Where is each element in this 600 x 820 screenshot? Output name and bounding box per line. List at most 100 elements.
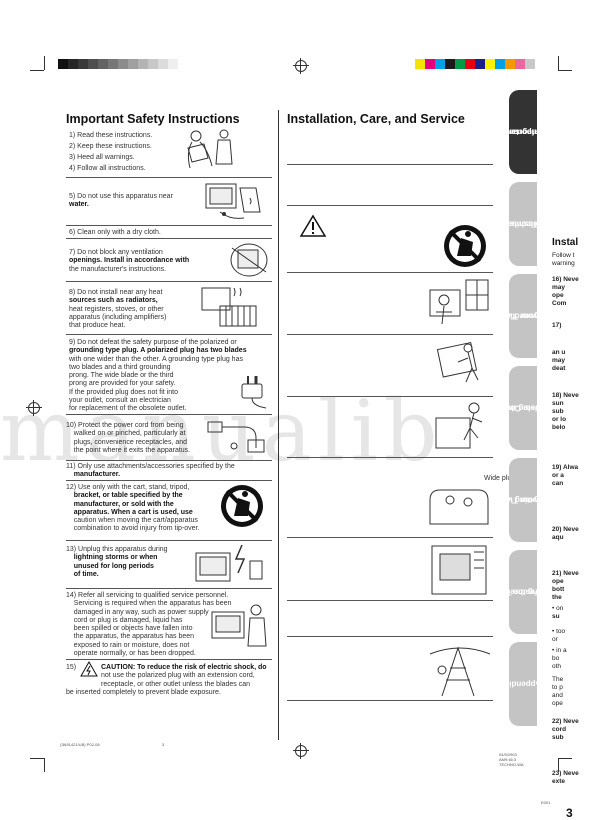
footer-page: 3 — [162, 742, 165, 747]
lightning-storm-illustration — [195, 544, 263, 582]
polarized-plug-illustration — [241, 376, 267, 409]
right-column-line: • too — [552, 628, 566, 635]
right-column-line: belo — [552, 424, 566, 431]
right-column-line: to p — [552, 684, 563, 691]
right-column-line: exte — [552, 778, 566, 785]
watermark: manualib — [0, 382, 444, 480]
crop-mark — [44, 56, 45, 70]
crop-mark — [558, 70, 572, 71]
right-column-line: su — [552, 613, 560, 620]
right-column-line: sub — [552, 408, 564, 415]
item-13: 13) Unplug this apparatus during lightni… — [66, 546, 168, 578]
right-column-line: may — [552, 357, 566, 364]
right-column-line: 19) Alwa — [552, 464, 579, 471]
item-10: 10) Protect the power cord from being wa… — [66, 422, 191, 454]
sofa-tv-illustration — [429, 489, 489, 525]
crop-mark — [558, 56, 559, 70]
color-swatch — [415, 59, 425, 69]
right-column-line: the — [552, 594, 562, 601]
heat-source-radiator-illustration — [201, 287, 257, 327]
service-technician-illustration — [211, 604, 267, 647]
right-column-line: Com — [552, 300, 567, 307]
item-14: 14) Refer all servicing to qualified ser… — [66, 592, 232, 658]
color-swatch — [475, 59, 485, 69]
crop-mark — [44, 758, 45, 772]
divider — [66, 659, 272, 660]
lightning-warning-icon — [80, 661, 98, 677]
tv-window-sunlight-illustration — [429, 279, 489, 325]
divider — [287, 272, 493, 273]
divider — [287, 396, 493, 397]
color-swatch — [425, 59, 435, 69]
gray-swatch — [128, 59, 138, 69]
gray-swatch — [138, 59, 148, 69]
right-column-line: deat — [552, 365, 566, 372]
right-column-line: 18) Neve — [552, 392, 579, 399]
divider — [66, 225, 272, 226]
item-15-text-end: be inserted completely to prevent blade … — [66, 689, 221, 696]
crop-mark — [30, 758, 44, 759]
color-swatch — [515, 59, 525, 69]
divider — [287, 700, 493, 701]
divider — [66, 281, 272, 282]
footer-file-code: (3N51421/UB) P02-08 — [60, 742, 100, 747]
footer-date: 04/9/2903 — [499, 752, 517, 757]
right-column-line: or a — [552, 472, 564, 479]
right-column-line: 17) — [552, 322, 562, 329]
right-column-line: oth — [552, 663, 562, 670]
right-column-line: ope — [552, 578, 564, 585]
divider — [287, 457, 493, 458]
tv-near-water-illustration — [205, 183, 261, 219]
item-11: 11) Only use attachments/accessories spe… — [66, 463, 235, 479]
right-column-line: or lo — [552, 416, 567, 423]
color-swatch — [485, 59, 495, 69]
child-climbing-tv-illustration — [435, 402, 483, 449]
gray-swatch — [98, 59, 108, 69]
item-1: 1) Read these instructions. — [69, 132, 153, 139]
item-12: 12) Use only with the cart, stand, tripo… — [66, 484, 200, 533]
gray-scale-bar — [58, 59, 178, 69]
right-column-line: sun — [552, 400, 564, 407]
gray-swatch — [158, 59, 168, 69]
right-column-line: aqu — [552, 534, 564, 541]
divider — [287, 537, 493, 538]
divider — [66, 460, 272, 461]
item-6: 6) Clean only with a dry cloth. — [69, 229, 161, 236]
registration-mark — [293, 58, 309, 74]
tab-appendix[interactable]: Appendix — [505, 642, 541, 726]
divider — [66, 588, 272, 589]
right-column-line: bott — [552, 586, 565, 593]
right-column-line: may — [552, 284, 566, 291]
cart-warning-icon — [444, 225, 486, 267]
right-title: Instal — [552, 237, 579, 248]
footer-vendor: TECHNO-WA — [499, 762, 524, 767]
blocked-ventilation-illustration — [230, 243, 268, 277]
registration-mark — [293, 743, 309, 759]
right-column-line: Follow t — [552, 252, 575, 259]
mid-title: Installation, Care, and Service — [287, 112, 465, 126]
right-column-line: ope — [552, 292, 564, 299]
right-column-line: bo — [552, 655, 560, 662]
divider — [66, 480, 272, 481]
gray-swatch — [118, 59, 128, 69]
right-column-line: cord — [552, 726, 567, 733]
crop-mark — [30, 70, 44, 71]
color-swatch — [495, 59, 505, 69]
gray-swatch — [88, 59, 98, 69]
right-column-line: warning — [552, 260, 575, 267]
item-15: 15) — [66, 664, 77, 671]
gray-swatch — [68, 59, 78, 69]
gray-swatch — [168, 59, 178, 69]
gray-swatch — [148, 59, 158, 69]
divider — [287, 334, 493, 335]
left-title: Important Safety Instructions — [66, 112, 240, 126]
tv-tipping-illustration — [436, 341, 479, 383]
